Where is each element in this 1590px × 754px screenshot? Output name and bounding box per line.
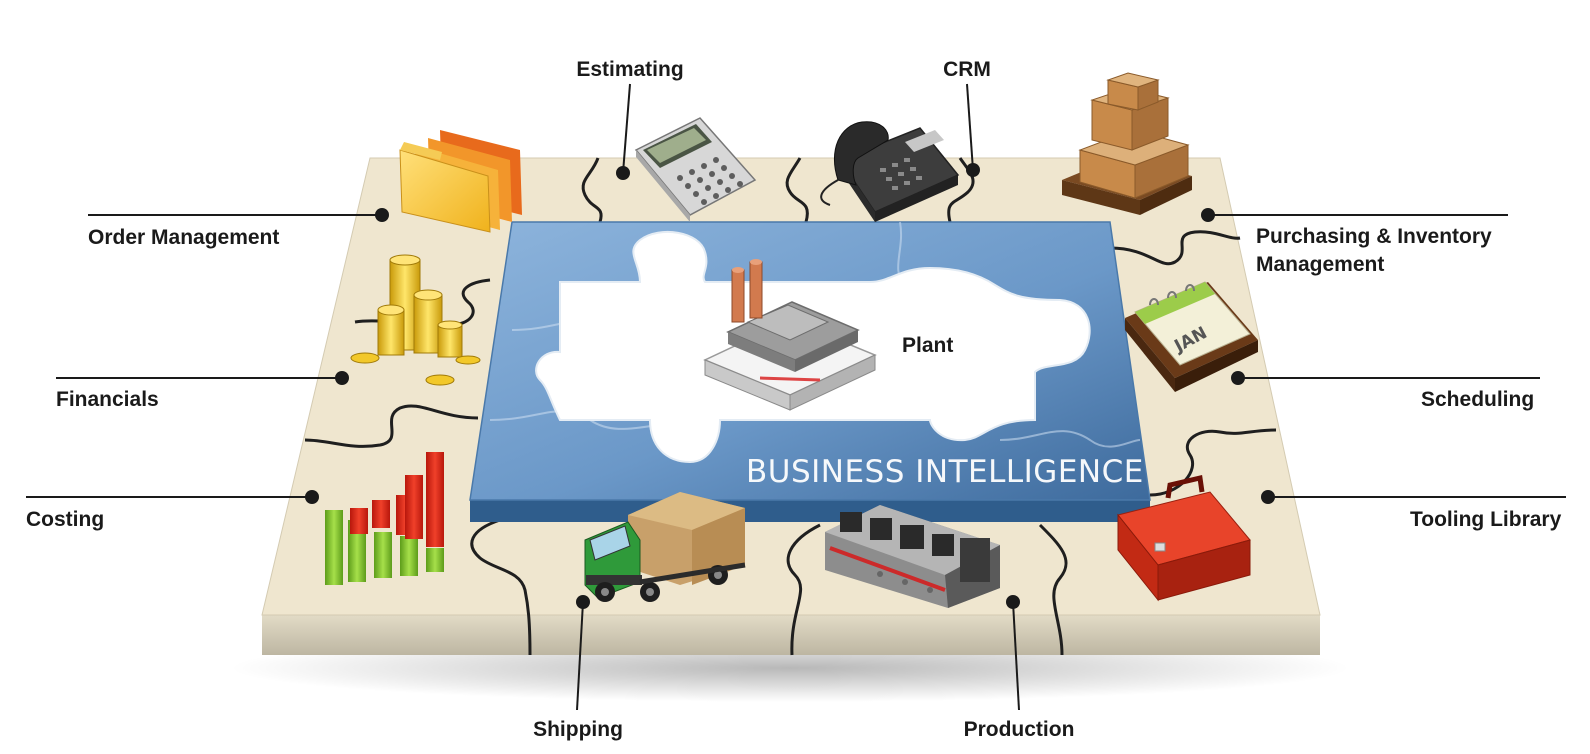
calculator-icon (634, 117, 757, 222)
order-management-dot (375, 208, 389, 222)
folders-icon (399, 130, 522, 233)
financials-dot (335, 371, 349, 385)
label-shipping: Shipping (533, 718, 623, 741)
label-tooling-library: Tooling Library (1410, 508, 1562, 531)
calendar-icon (1125, 281, 1258, 392)
label-order-management: Order Management (88, 226, 280, 249)
estimating-dot (616, 166, 630, 180)
purchasing-dot (1201, 208, 1215, 222)
label-crm: CRM (943, 58, 991, 81)
telephone-icon (820, 121, 960, 222)
label-scheduling: Scheduling (1421, 388, 1535, 411)
printing-press-icon (825, 505, 1000, 608)
factory-icon (703, 259, 877, 411)
business-intelligence-title: BUSINESS INTELLIGENCE (746, 454, 1144, 490)
bi-panel-side (470, 500, 1150, 522)
shipping-dot (576, 595, 590, 609)
label-estimating: Estimating (576, 58, 684, 81)
truck-icon (584, 492, 746, 602)
board-side (262, 615, 1320, 655)
tooling-library-dot (1261, 490, 1275, 504)
label-costing: Costing (26, 508, 105, 531)
crm-dot (966, 163, 980, 177)
label-financials: Financials (56, 388, 159, 411)
toolbox-icon (1117, 474, 1251, 602)
leader-dots (305, 163, 1275, 609)
label-purchasing-line1: Purchasing & Inventory (1256, 225, 1492, 248)
coins-icon (350, 254, 481, 386)
production-dot (1006, 595, 1020, 609)
leader-lines (26, 83, 1566, 711)
label-purchasing-line2: Management (1256, 253, 1385, 276)
label-plant: Plant (902, 334, 954, 357)
scheduling-dot (1231, 371, 1245, 385)
boxes-pallet-icon (1062, 72, 1192, 215)
costing-dot (305, 490, 319, 504)
bar-chart-icon (325, 452, 444, 585)
label-production: Production (963, 718, 1075, 741)
